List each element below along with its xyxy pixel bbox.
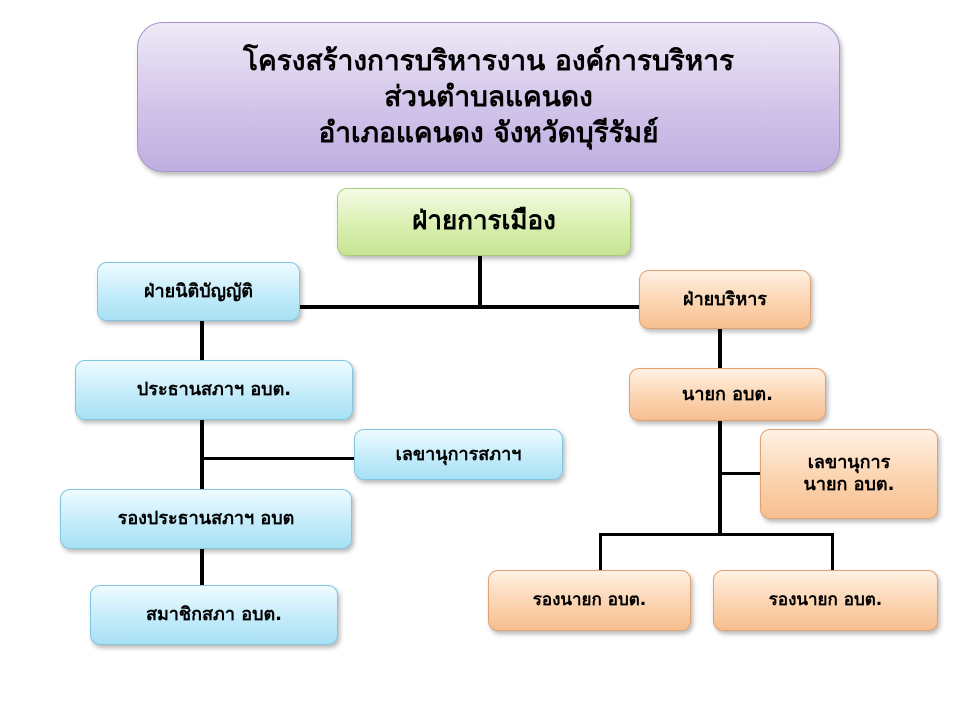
chart-title: โครงสร้างการบริหารงาน องค์การบริหาร ส่วน… — [137, 22, 840, 172]
connector-legislative-trunk — [200, 321, 204, 589]
node-council-president-label: ประธานสภาฯ อบต. — [136, 379, 292, 401]
node-council-vice-president-label: รองประธานสภาฯ อบต — [117, 508, 295, 530]
connector-political-down — [478, 256, 482, 308]
connector-deputy-1 — [599, 533, 602, 573]
node-mayor-secretary-line-2: นายก อบต. — [803, 474, 895, 495]
node-council-member: สมาชิกสภา อบต. — [90, 585, 338, 645]
connector-deputy-bar — [599, 533, 834, 536]
connector-mayor-secretary — [720, 472, 760, 475]
node-council-secretary: เลขานุการสภาฯ — [354, 429, 563, 480]
connector-executive-trunk — [718, 329, 722, 536]
connector-deputy-2 — [831, 533, 834, 573]
node-executive: ฝ่ายบริหาร — [639, 270, 811, 329]
node-council-vice-president: รองประธานสภาฯ อบต — [60, 489, 352, 549]
node-council-member-label: สมาชิกสภา อบต. — [145, 604, 283, 626]
connector-council-secretary — [202, 457, 354, 460]
node-mayor-label: นายก อบต. — [682, 383, 773, 405]
node-executive-label: ฝ่ายบริหาร — [683, 288, 767, 310]
node-council-secretary-label: เลขานุการสภาฯ — [395, 443, 522, 465]
node-political-label: ฝ่ายการเมือง — [412, 206, 556, 237]
connector-horizontal-branch — [297, 305, 640, 309]
node-council-president: ประธานสภาฯ อบต. — [75, 360, 353, 420]
node-deputy-mayor-2-label: รองนายก อบต. — [768, 590, 883, 611]
title-line-3: อำเภอแคนดง จังหวัดบุรีรัมย์ — [318, 115, 659, 149]
node-deputy-mayor-1: รองนายก อบต. — [488, 570, 691, 631]
node-political: ฝ่ายการเมือง — [337, 188, 631, 256]
node-mayor-secretary: เลขานุการ นายก อบต. — [760, 429, 938, 519]
title-line-2: ส่วนตำบลแคนดง — [384, 80, 593, 114]
node-legislative-label: ฝ่ายนิติบัญญัติ — [144, 280, 253, 302]
node-mayor: นายก อบต. — [629, 368, 826, 421]
title-line-1: โครงสร้างการบริหารงาน องค์การบริหาร — [243, 44, 734, 78]
node-deputy-mayor-1-label: รองนายก อบต. — [532, 590, 647, 611]
node-legislative: ฝ่ายนิติบัญญัติ — [97, 262, 300, 321]
node-deputy-mayor-2: รองนายก อบต. — [713, 570, 938, 631]
node-mayor-secretary-line-1: เลขานุการ — [807, 452, 891, 474]
